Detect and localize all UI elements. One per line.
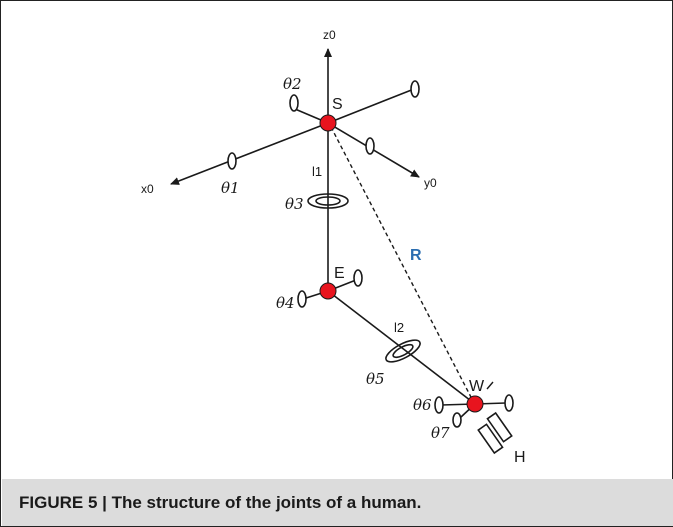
hand-finger-block-2 (486, 411, 513, 443)
theta4-label: θ4 (276, 294, 295, 312)
theta1-joint-cap (227, 152, 237, 170)
l1-link-label: l1 (312, 164, 322, 179)
theta4-joint-cap (297, 290, 307, 308)
wrist-joint (466, 395, 484, 413)
wrist-tick-mark (486, 381, 494, 390)
theta3-label: θ3 (285, 195, 304, 213)
theta6-joint-cap (434, 396, 444, 414)
r-dashed-line (330, 126, 474, 402)
theta2-joint-cap (289, 94, 299, 112)
l2-link-label: l2 (394, 320, 404, 335)
shoulder-joint (319, 114, 337, 132)
elbow-joint (319, 282, 337, 300)
theta7-label: θ7 (431, 424, 450, 442)
hand-finger-block-1 (477, 423, 504, 455)
theta7-joint-cap (452, 412, 462, 428)
figure-caption: FIGURE 5 | The structure of the joints o… (19, 493, 422, 512)
r-distance-label: R (410, 247, 422, 264)
theta5-label: θ5 (366, 370, 385, 388)
theta3-inner-ring (315, 196, 341, 206)
y0-axis-label: y0 (424, 176, 437, 190)
upper-right-joint-cap (410, 80, 420, 98)
theta5-outer-ring (385, 339, 421, 363)
elbow-label: E (334, 265, 345, 282)
shoulder-cross-axis (327, 88, 415, 124)
theta5-inner-ring (392, 343, 414, 359)
theta3-outer-ring (307, 193, 349, 209)
theta1-label: θ1 (221, 179, 240, 197)
hand-icon (477, 411, 513, 455)
x0-axis (170, 122, 329, 185)
z0-axis-label: z0 (323, 28, 336, 42)
caption-band: FIGURE 5 | The structure of the joints o… (2, 479, 673, 526)
wrist-right-joint-cap (504, 394, 514, 412)
joint-structure-diagram: z0 x0 y0 S E W H l1 l2 R θ1 θ2 θ3 θ4 θ5 … (141, 28, 526, 466)
hand-label: H (514, 449, 526, 466)
theta2-label: θ2 (283, 75, 302, 93)
shoulder-label: S (332, 96, 343, 113)
theta6-label: θ6 (413, 396, 432, 414)
y0-joint-cap (365, 137, 375, 155)
elbow-right-joint-cap (353, 269, 363, 287)
theta5-rings (385, 339, 421, 363)
x0-axis-label: x0 (141, 182, 154, 196)
wrist-label: W (469, 378, 485, 395)
